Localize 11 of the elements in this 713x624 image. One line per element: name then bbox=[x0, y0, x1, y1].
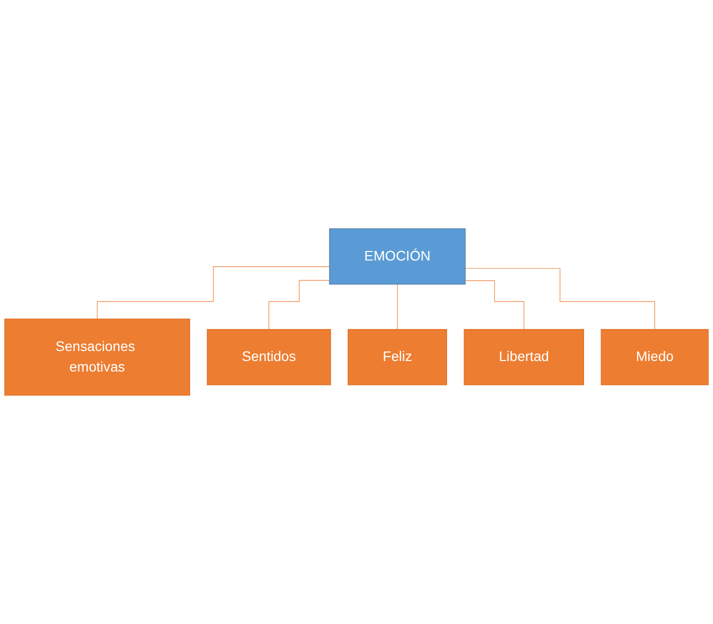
node-box: Libertad bbox=[464, 329, 584, 386]
connector bbox=[96, 266, 330, 320]
node-box: Feliz bbox=[348, 329, 448, 386]
connector bbox=[268, 280, 330, 330]
node-box: EMOCIÓN bbox=[329, 228, 466, 285]
node-box: Miedo bbox=[600, 329, 709, 386]
connector bbox=[464, 268, 656, 330]
connector bbox=[464, 280, 524, 330]
connector bbox=[397, 284, 398, 330]
node-box: Sentidos bbox=[206, 329, 331, 386]
node-box: Sensaciones emotivas bbox=[4, 318, 190, 396]
